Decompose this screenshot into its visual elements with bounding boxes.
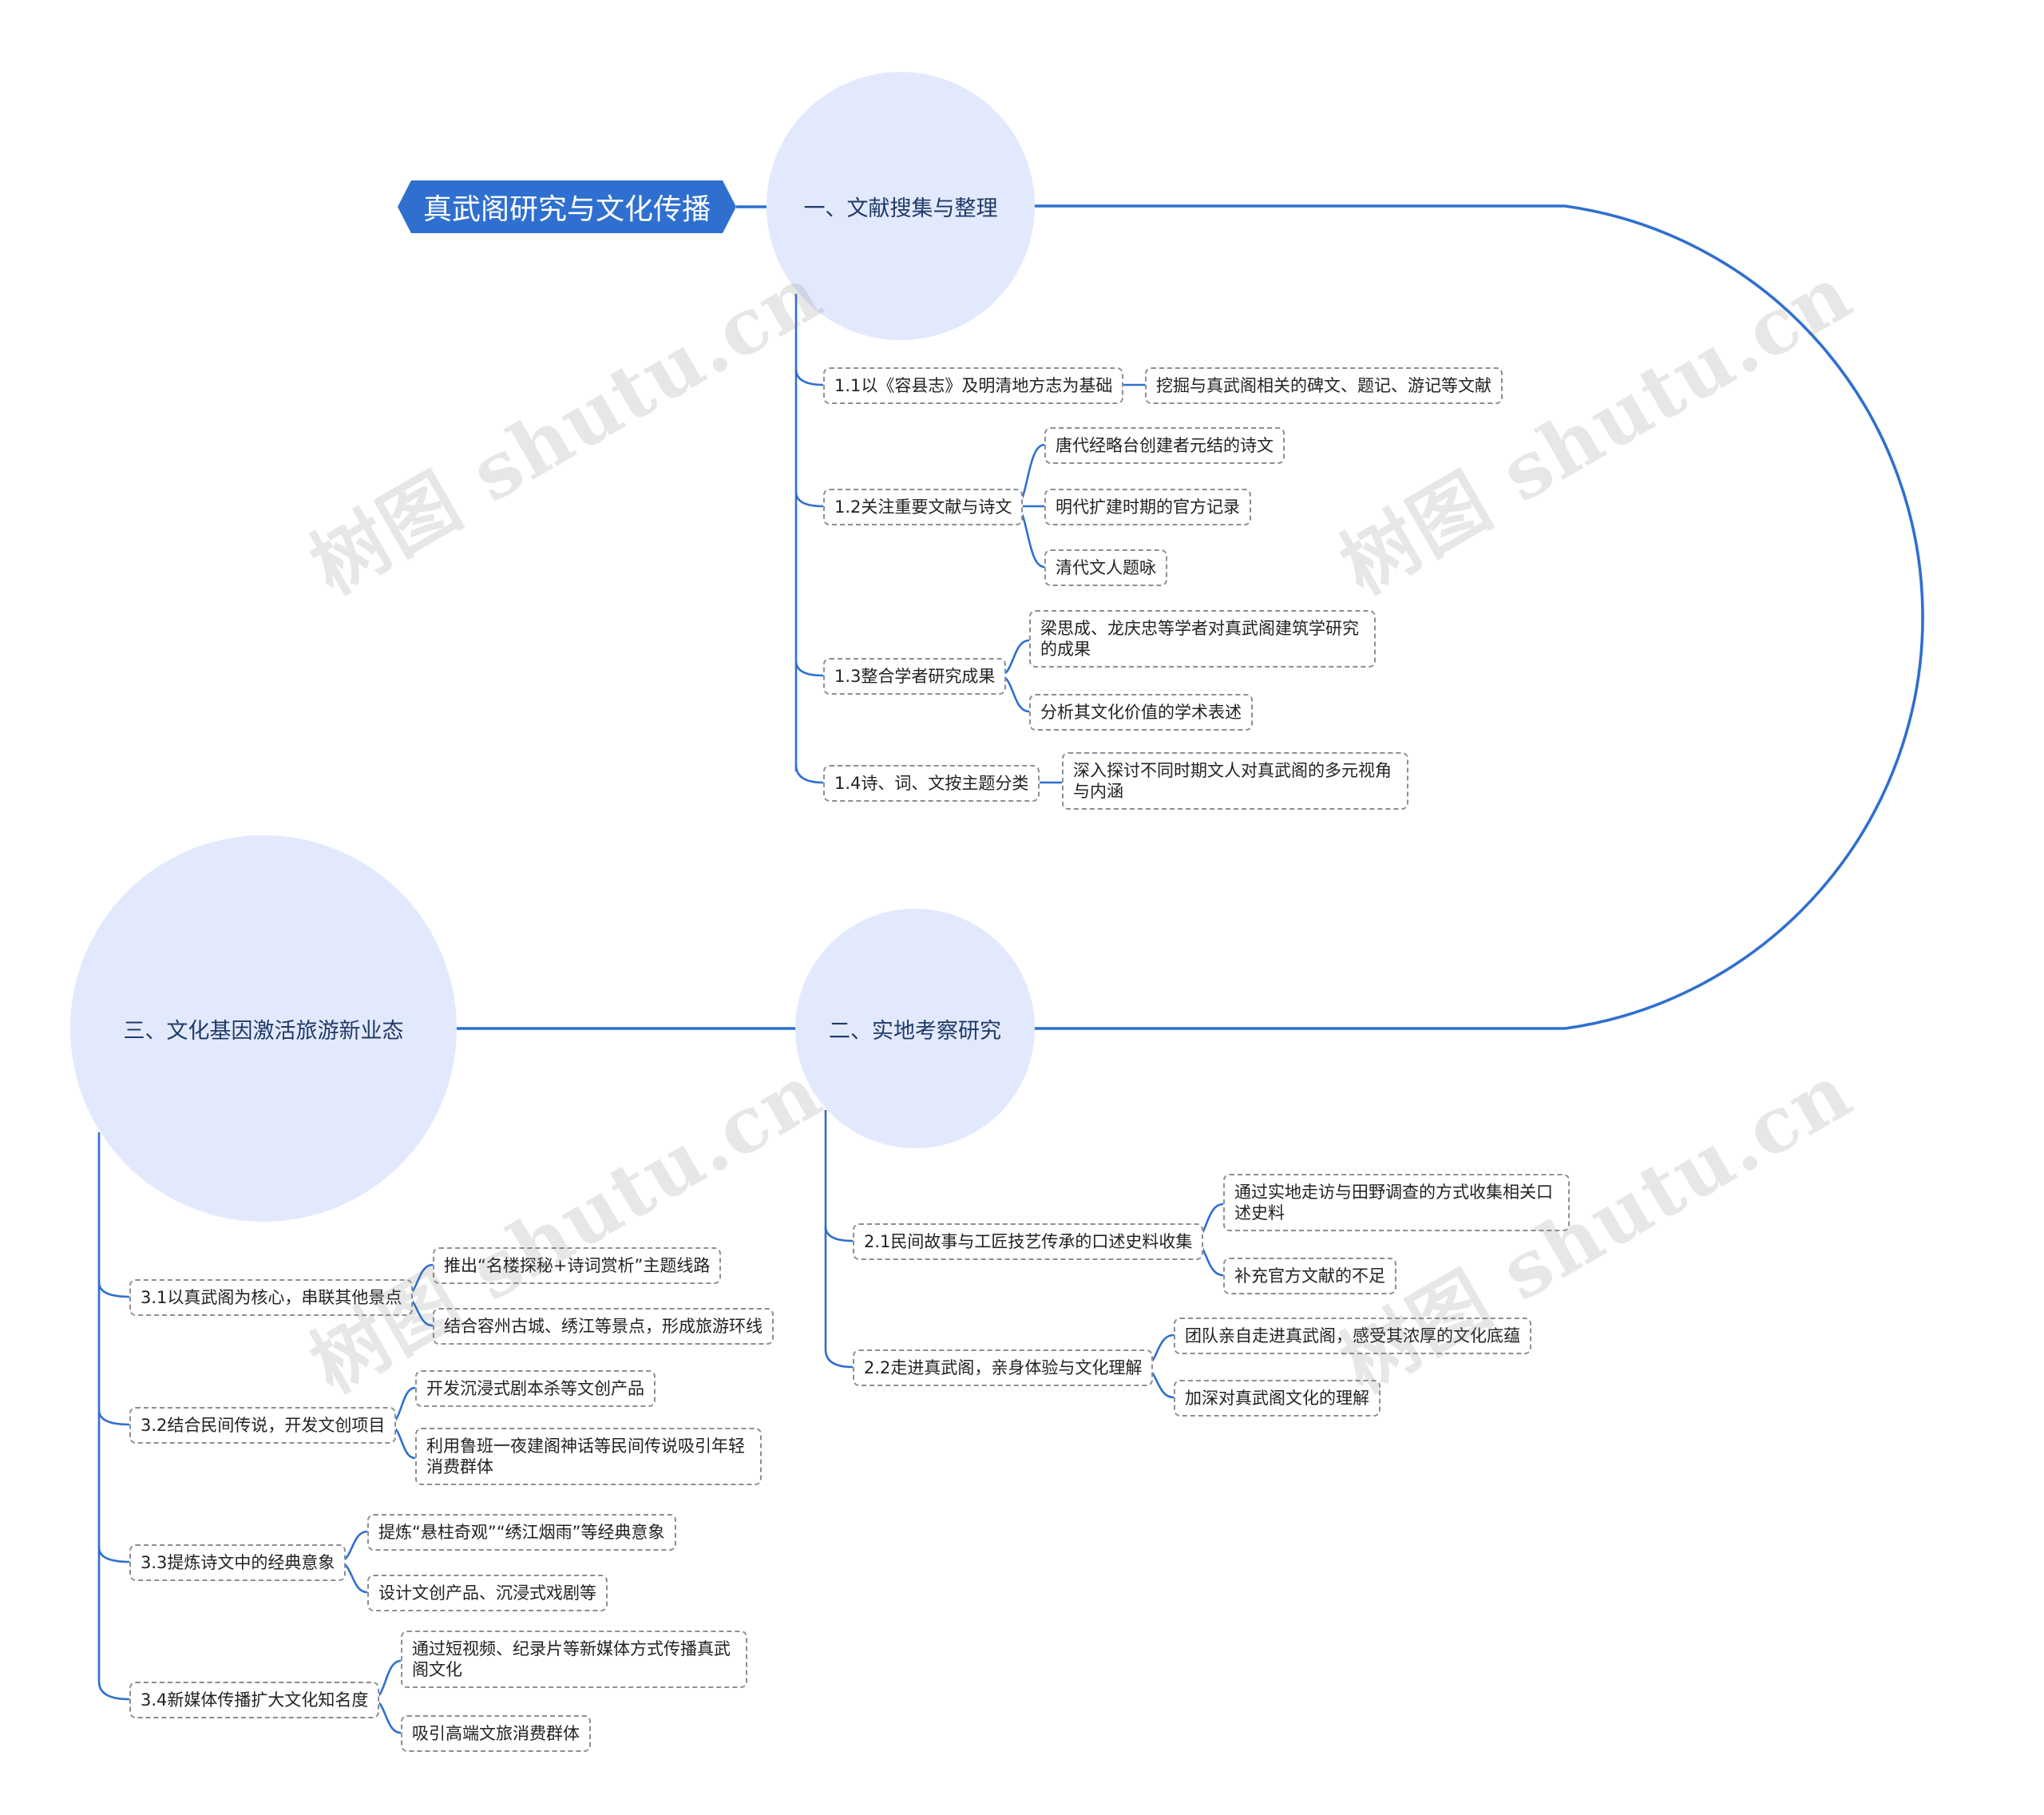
node-1-4a[interactable]: 深入探讨不同时期文人对真武阁的多元视角与内涵 — [1062, 752, 1408, 810]
node-1-2c[interactable]: 清代文人题咏 — [1044, 549, 1167, 586]
node-2-1b[interactable]: 补充官方文献的不足 — [1223, 1258, 1396, 1294]
node-1-3[interactable]: 1.3整合学者研究成果 — [823, 658, 1007, 695]
node-2-2[interactable]: 2.2走进真武阁，亲身体验与文化理解 — [853, 1349, 1154, 1386]
root-title[interactable]: 真武阁研究与文化传播 — [398, 180, 736, 233]
node-3-2[interactable]: 3.2结合民间传说，开发文创项目 — [129, 1407, 397, 1444]
branch-3-4 — [97, 1681, 130, 1701]
node-3-1[interactable]: 3.1以真武阁为核心，串联其他景点 — [129, 1279, 414, 1316]
topic-2-circle[interactable]: 二、实地考察研究 — [795, 909, 1035, 1148]
node-3-2a[interactable]: 开发沉浸式剧本杀等文创产品 — [415, 1370, 656, 1407]
topic1-to-topic2-loop — [1035, 204, 1924, 1030]
node-1-2a[interactable]: 唐代经略台创建者元结的诗文 — [1044, 427, 1285, 464]
node-3-4[interactable]: 3.4新媒体传播扩大文化知名度 — [129, 1682, 380, 1718]
topic-1-label: 一、文献搜集与整理 — [803, 196, 998, 221]
topic-1-circle[interactable]: 一、文献搜集与整理 — [766, 72, 1035, 340]
topic-3-circle[interactable]: 三、文化基因激活旅游新业态 — [70, 835, 457, 1222]
branch-3-1 — [97, 1282, 130, 1298]
branch-3-2 — [97, 1409, 130, 1426]
topic-2-label: 二、实地考察研究 — [829, 1018, 1001, 1044]
node-1-1[interactable]: 1.1以《容县志》及明清地方志为基础 — [823, 367, 1124, 404]
node-1-2[interactable]: 1.2关注重要文献与诗文 — [823, 489, 1024, 525]
node-2-1[interactable]: 2.1民间故事与工匠技艺传承的口述史料收集 — [853, 1223, 1204, 1260]
branch-1-2 — [794, 491, 824, 508]
node-3-4a[interactable]: 通过短视频、纪录片等新媒体方式传播真武阁文化 — [401, 1631, 747, 1688]
node-3-1a[interactable]: 推出“名楼探秘+诗词赏析”主题线路 — [433, 1247, 722, 1284]
topic-3-label: 三、文化基因激活旅游新业态 — [123, 1018, 404, 1044]
branch-2-2 — [824, 1349, 854, 1369]
node-3-3a[interactable]: 提炼“悬柱奇观”“绣江烟雨”等经典意象 — [367, 1514, 676, 1551]
node-3-3b[interactable]: 设计文创产品、沉浸式戏剧等 — [367, 1575, 608, 1611]
node-3-1b[interactable]: 结合容州古城、绣江等景点，形成旅游环线 — [433, 1308, 774, 1345]
node-1-3a[interactable]: 梁思成、龙庆忠等学者对真武阁建筑学研究的成果 — [1029, 610, 1376, 668]
node-1-3b[interactable]: 分析其文化价值的学术表述 — [1029, 694, 1253, 731]
node-3-3[interactable]: 3.3提炼诗文中的经典意象 — [129, 1544, 347, 1581]
node-2-2b[interactable]: 加深对真武阁文化的理解 — [1174, 1380, 1380, 1417]
node-3-4b[interactable]: 吸引高端文旅消费群体 — [401, 1715, 591, 1752]
node-2-2a[interactable]: 团队亲自走进真武阁，感受其浓厚的文化底蕴 — [1174, 1318, 1531, 1354]
branch-1-3 — [794, 660, 824, 677]
node-1-1a[interactable]: 挖掘与真武阁相关的碑文、题记、游记等文献 — [1145, 367, 1503, 404]
branch-1-1 — [794, 368, 824, 386]
node-1-2b[interactable]: 明代扩建时期的官方记录 — [1044, 489, 1251, 525]
branch-2-1 — [824, 1226, 854, 1242]
node-2-1a[interactable]: 通过实地走访与田野调查的方式收集相关口述史料 — [1223, 1174, 1570, 1231]
branch-1-4 — [794, 764, 824, 784]
node-3-2b[interactable]: 利用鲁班一夜建阁神话等民间传说吸引年轻消费群体 — [415, 1428, 762, 1485]
node-1-4[interactable]: 1.4诗、词、文按主题分类 — [823, 765, 1040, 802]
branch-3-3 — [97, 1547, 130, 1563]
